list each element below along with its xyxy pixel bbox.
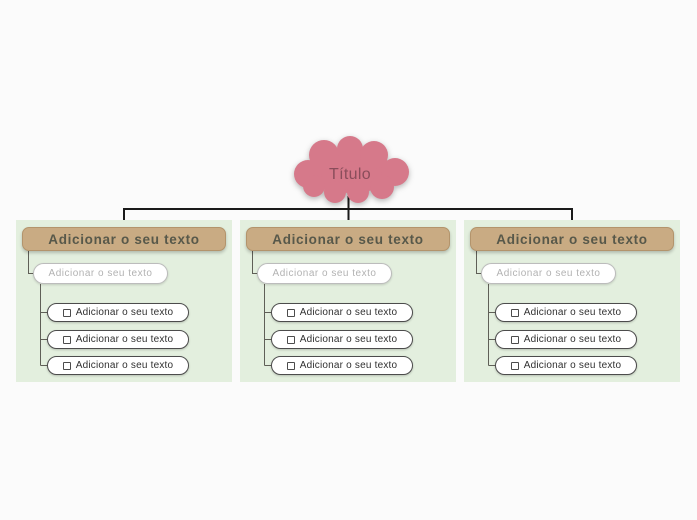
task-node[interactable]: Adicionar o seu texto — [495, 356, 637, 375]
checkbox-icon[interactable] — [62, 335, 71, 344]
task-node[interactable]: Adicionar o seu texto — [47, 330, 189, 349]
task-node[interactable]: Adicionar o seu texto — [271, 356, 413, 375]
task-node[interactable]: Adicionar o seu texto — [271, 330, 413, 349]
root-node-label[interactable]: Título — [329, 166, 371, 183]
subtopic-node[interactable]: Adicionar o seu texto — [257, 263, 392, 284]
subtopic-node[interactable]: Adicionar o seu texto — [33, 263, 168, 284]
branch-header[interactable]: Adicionar o seu texto — [246, 227, 450, 251]
branch-header[interactable]: Adicionar o seu texto — [470, 227, 674, 251]
task-label: Adicionar o seu texto — [523, 360, 622, 371]
root-node-cloud[interactable]: Título — [290, 136, 410, 206]
task-node[interactable]: Adicionar o seu texto — [47, 356, 189, 375]
checkbox-icon[interactable] — [62, 308, 71, 317]
branch-panel-3: Adicionar o seu texto Adicionar o seu te… — [464, 220, 680, 382]
checkbox-icon[interactable] — [510, 335, 519, 344]
checkbox-icon[interactable] — [286, 308, 295, 317]
task-label: Adicionar o seu texto — [523, 334, 622, 345]
subtopic-node[interactable]: Adicionar o seu texto — [481, 263, 616, 284]
task-label: Adicionar o seu texto — [299, 360, 398, 371]
task-node[interactable]: Adicionar o seu texto — [495, 303, 637, 322]
task-label: Adicionar o seu texto — [299, 307, 398, 318]
task-label: Adicionar o seu texto — [523, 307, 622, 318]
task-label: Adicionar o seu texto — [75, 334, 174, 345]
branch-panel-2: Adicionar o seu texto Adicionar o seu te… — [240, 220, 456, 382]
branch-header[interactable]: Adicionar o seu texto — [22, 227, 226, 251]
task-label: Adicionar o seu texto — [75, 360, 174, 371]
task-label: Adicionar o seu texto — [299, 334, 398, 345]
task-node[interactable]: Adicionar o seu texto — [47, 303, 189, 322]
checkbox-icon[interactable] — [510, 308, 519, 317]
cloud-shape-icon — [294, 136, 409, 203]
checkbox-icon[interactable] — [286, 335, 295, 344]
task-node[interactable]: Adicionar o seu texto — [271, 303, 413, 322]
task-node[interactable]: Adicionar o seu texto — [495, 330, 637, 349]
task-label: Adicionar o seu texto — [75, 307, 174, 318]
checkbox-icon[interactable] — [62, 361, 71, 370]
checkbox-icon[interactable] — [510, 361, 519, 370]
branch-panel-1: Adicionar o seu texto Adicionar o seu te… — [16, 220, 232, 382]
checkbox-icon[interactable] — [286, 361, 295, 370]
